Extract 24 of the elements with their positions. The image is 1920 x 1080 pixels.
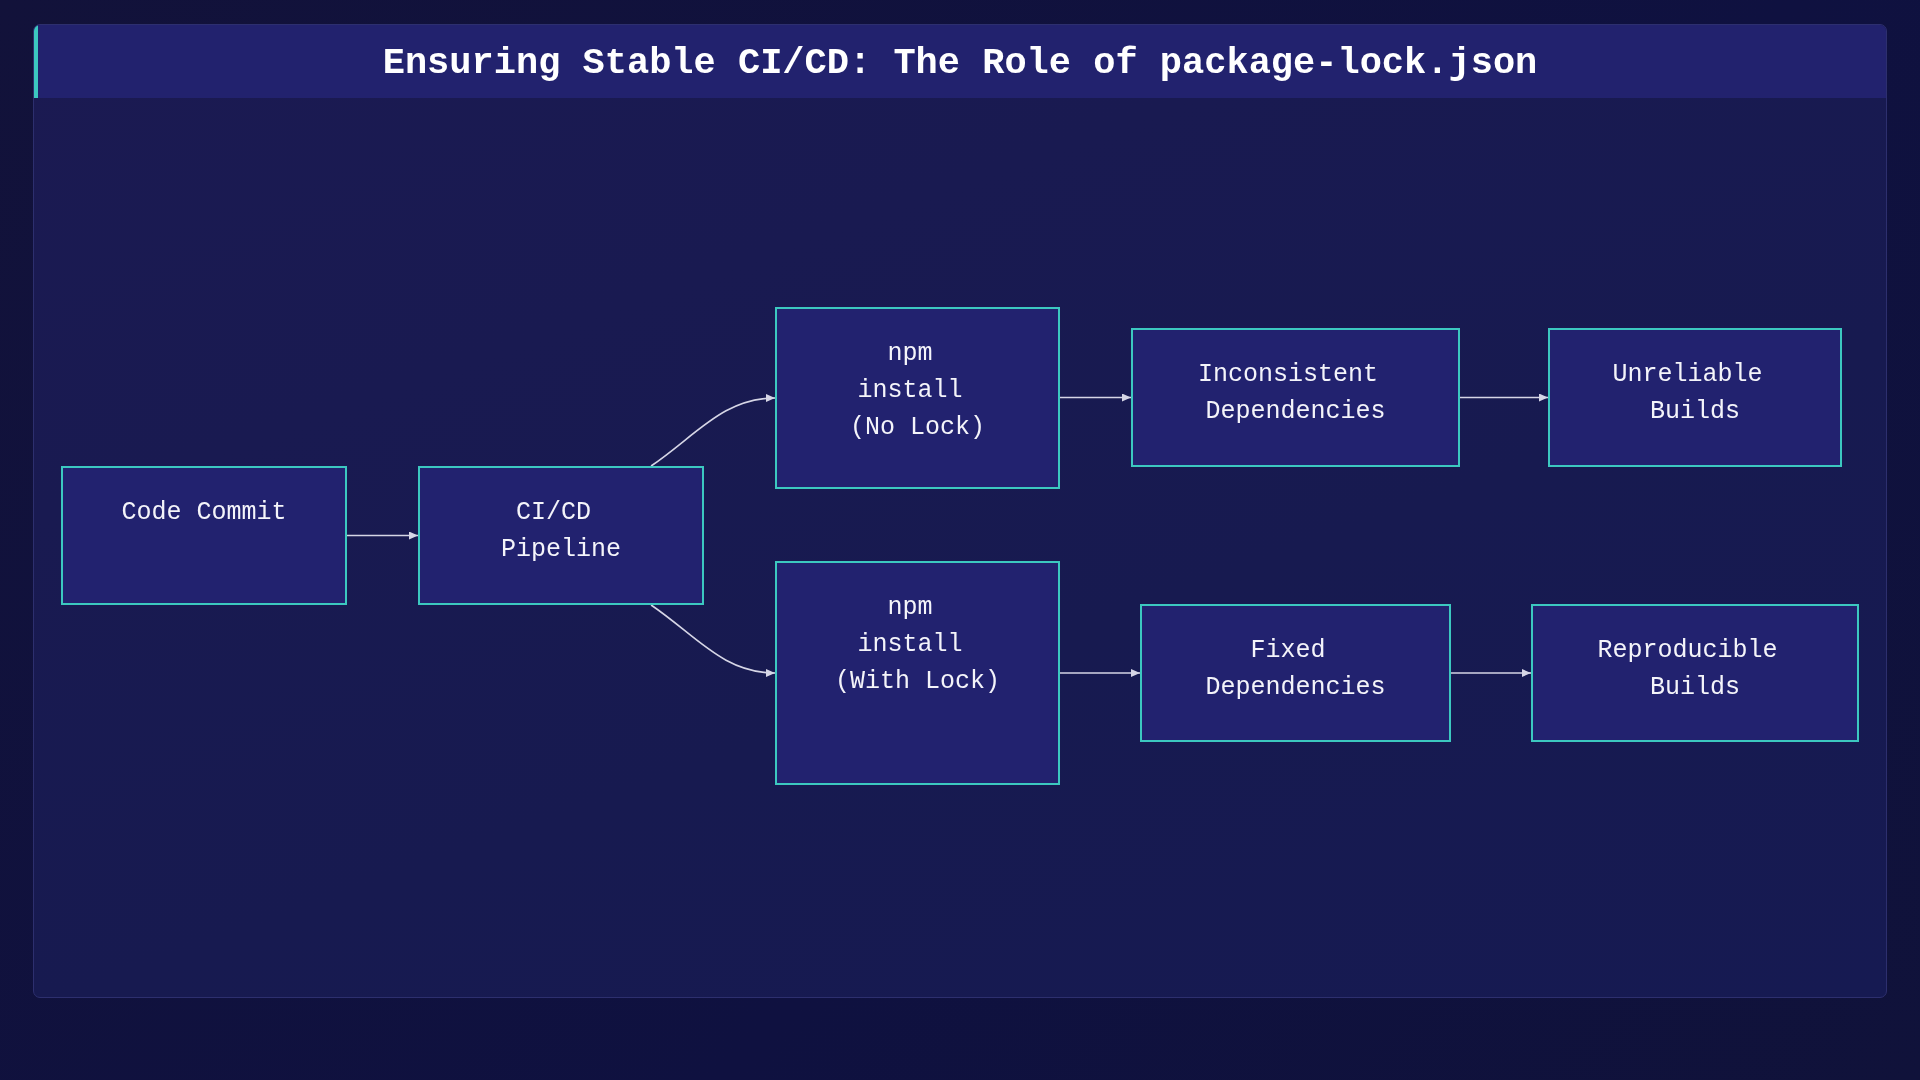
node-label: Reproducible Builds [1596,635,1779,704]
process-box [61,466,347,605]
node-label: npm install (With Lock) [834,592,1001,698]
node-label: Inconsistent Dependencies [1196,359,1387,428]
node-label: Code Commit [120,497,288,529]
process-box [1531,604,1859,742]
process-box [1140,604,1451,742]
process-box [775,561,1060,785]
process-box [1548,328,1842,467]
connector-arrow [1059,393,1132,402]
node-label: Fixed Dependencies [1204,635,1387,704]
diagram-title: Ensuring Stable CI/CD: The Role of package-lock.json [382,41,1538,86]
process-box [418,466,704,605]
node-label: Unreliable Builds [1611,359,1764,428]
process-box [1131,328,1460,467]
connector-arrow [346,531,419,540]
connector-arrow [1059,669,1141,677]
process-box [775,307,1060,489]
connector-arrow [1459,393,1549,402]
connector-arrow [650,394,776,467]
connector-arrow [1450,669,1532,677]
node-label: npm install (No Lock) [849,338,986,444]
connector-arrow [650,604,776,677]
node-label: CI/CD Pipeline [500,497,622,566]
